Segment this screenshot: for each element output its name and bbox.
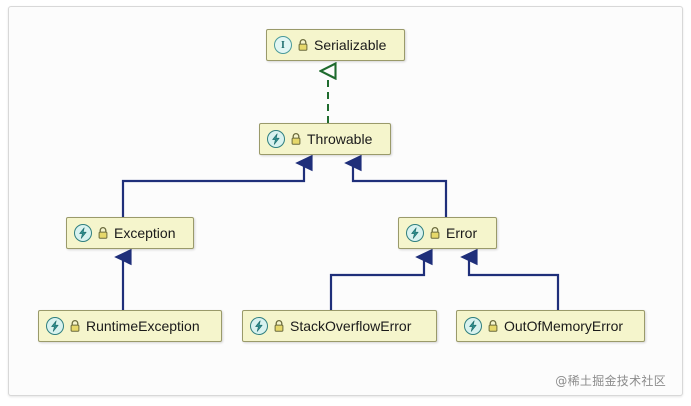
protected-lock-icon	[487, 319, 499, 333]
node-outofmemoryerror[interactable]: OutOfMemoryError	[456, 310, 645, 342]
node-label: Error	[446, 225, 478, 241]
watermark: @稀土掘金技术社区	[555, 374, 666, 388]
class-icon	[74, 224, 92, 242]
class-icon	[464, 317, 482, 335]
class-icon	[250, 317, 268, 335]
protected-lock-icon	[273, 319, 285, 333]
class-icon	[267, 130, 285, 148]
interface-icon: I	[274, 36, 292, 54]
node-label: OutOfMemoryError	[504, 318, 624, 334]
edge-exception-extends-throwable	[121, 154, 313, 217]
node-label: Exception	[114, 225, 176, 241]
protected-lock-icon	[290, 132, 302, 146]
diagram-canvas: I Serializable Throwa	[8, 6, 683, 396]
node-label: RuntimeException	[86, 318, 200, 334]
node-serializable[interactable]: I Serializable	[266, 29, 405, 61]
node-error[interactable]: Error	[398, 217, 497, 249]
edge-outofmemoryerror-extends-error	[460, 248, 560, 310]
protected-lock-icon	[69, 319, 81, 333]
edge-stackoverflowerror-extends-error	[329, 248, 433, 310]
diagram-edges	[114, 7, 560, 310]
node-runtimeexception[interactable]: RuntimeException	[38, 310, 222, 342]
node-exception[interactable]: Exception	[66, 217, 194, 249]
node-stackoverflowerror[interactable]: StackOverflowError	[242, 310, 437, 342]
protected-lock-icon	[97, 226, 109, 240]
class-icon	[46, 317, 64, 335]
node-throwable[interactable]: Throwable	[259, 123, 391, 155]
protected-lock-icon	[429, 226, 441, 240]
node-label: StackOverflowError	[290, 318, 412, 334]
node-label: Throwable	[307, 131, 373, 147]
class-icon	[406, 224, 424, 242]
protected-lock-icon	[297, 38, 309, 52]
node-label: Serializable	[314, 37, 387, 53]
edge-error-extends-throwable	[344, 154, 448, 217]
